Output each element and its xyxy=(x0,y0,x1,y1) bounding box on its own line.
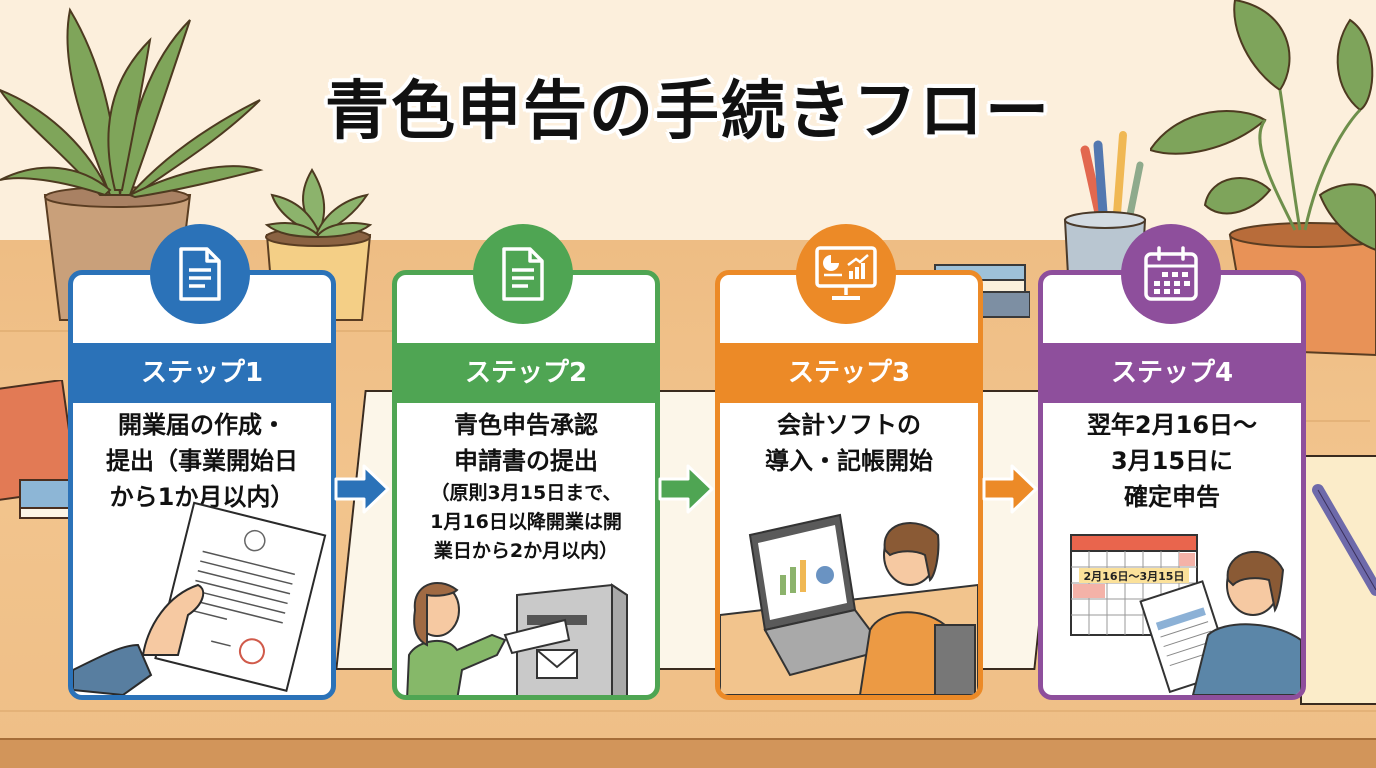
step-description: 翌年2月16日～ 3月15日に 確定申告 xyxy=(1051,407,1293,515)
step-text-line: 提出（事業開始日 xyxy=(106,447,298,475)
step-text-line: 開業届の作成・ xyxy=(118,411,286,439)
man-with-tax-form-illustration: 2月16日～3月15日 xyxy=(1070,534,1301,695)
hand-holding-document-illustration xyxy=(73,501,327,695)
calendar-date-range-label: 2月16日～3月15日 xyxy=(1084,570,1185,583)
step-text-line: 青色申告承認 xyxy=(454,411,598,439)
step-text-line: 3月15日に xyxy=(1110,447,1234,475)
step-text-line: 会計ソフトの xyxy=(777,411,921,439)
step-label: ステップ3 xyxy=(720,343,978,403)
step3-badge xyxy=(796,224,896,324)
step-card-2: ステップ2 青色申告承認 申請書の提出 （原則3月15日まで、 1月16日以降開… xyxy=(392,270,660,700)
document-icon xyxy=(179,247,221,301)
step-text-line: 翌年2月16日～ xyxy=(1086,411,1258,439)
flow-arrow-3 xyxy=(982,464,1038,514)
step-card-4: ステップ4 翌年2月16日～ 3月15日に 確定申告 2月16日～3月15日 xyxy=(1038,270,1306,700)
page-title: 青色申告の手続きフロー xyxy=(325,75,1051,149)
flow-arrow-1 xyxy=(334,464,390,514)
document-icon xyxy=(502,247,544,301)
step-card-3: ステップ3 会計ソフトの 導入・記帳開始 xyxy=(715,270,983,700)
desk-edge xyxy=(0,738,1376,768)
notebook-left xyxy=(0,380,75,519)
flow-arrow-2 xyxy=(658,464,714,514)
step-description: 青色申告承認 申請書の提出 （原則3月15日まで、 1月16日以降開業は開 業日… xyxy=(405,407,647,566)
computer-chart-icon xyxy=(815,246,877,300)
calendar-icon xyxy=(1144,246,1198,301)
step2-badge xyxy=(473,224,573,324)
step-subtext-line: 業日から2か月以内） xyxy=(433,540,619,562)
step-description: 開業届の作成・ 提出（事業開始日 から1か月以内） xyxy=(81,407,323,515)
step-label: ステップ1 xyxy=(73,343,331,403)
man-using-laptop-illustration xyxy=(720,513,978,695)
step-subtext-line: 1月16日以降開業は開 xyxy=(430,511,622,533)
step1-badge xyxy=(150,224,250,324)
desk-grain xyxy=(0,710,1376,712)
woman-posting-mail-illustration xyxy=(406,581,628,695)
pen-right xyxy=(1312,484,1376,596)
step-card-1: ステップ1 開業届の作成・ 提出（事業開始日 から1か月以内） xyxy=(68,270,336,700)
step-label: ステップ2 xyxy=(397,343,655,403)
step-subtext-line: （原則3月15日まで、 xyxy=(430,482,622,504)
step-description: 会計ソフトの 導入・記帳開始 xyxy=(728,407,970,479)
step-label: ステップ4 xyxy=(1043,343,1301,403)
step-text-line: 導入・記帳開始 xyxy=(765,447,933,475)
pen-cup xyxy=(1063,131,1147,275)
potted-plant-left xyxy=(0,7,264,321)
step-text-line: 申請書の提出 xyxy=(454,447,598,475)
step-text-line: 確定申告 xyxy=(1124,483,1220,511)
step4-badge xyxy=(1121,224,1221,324)
